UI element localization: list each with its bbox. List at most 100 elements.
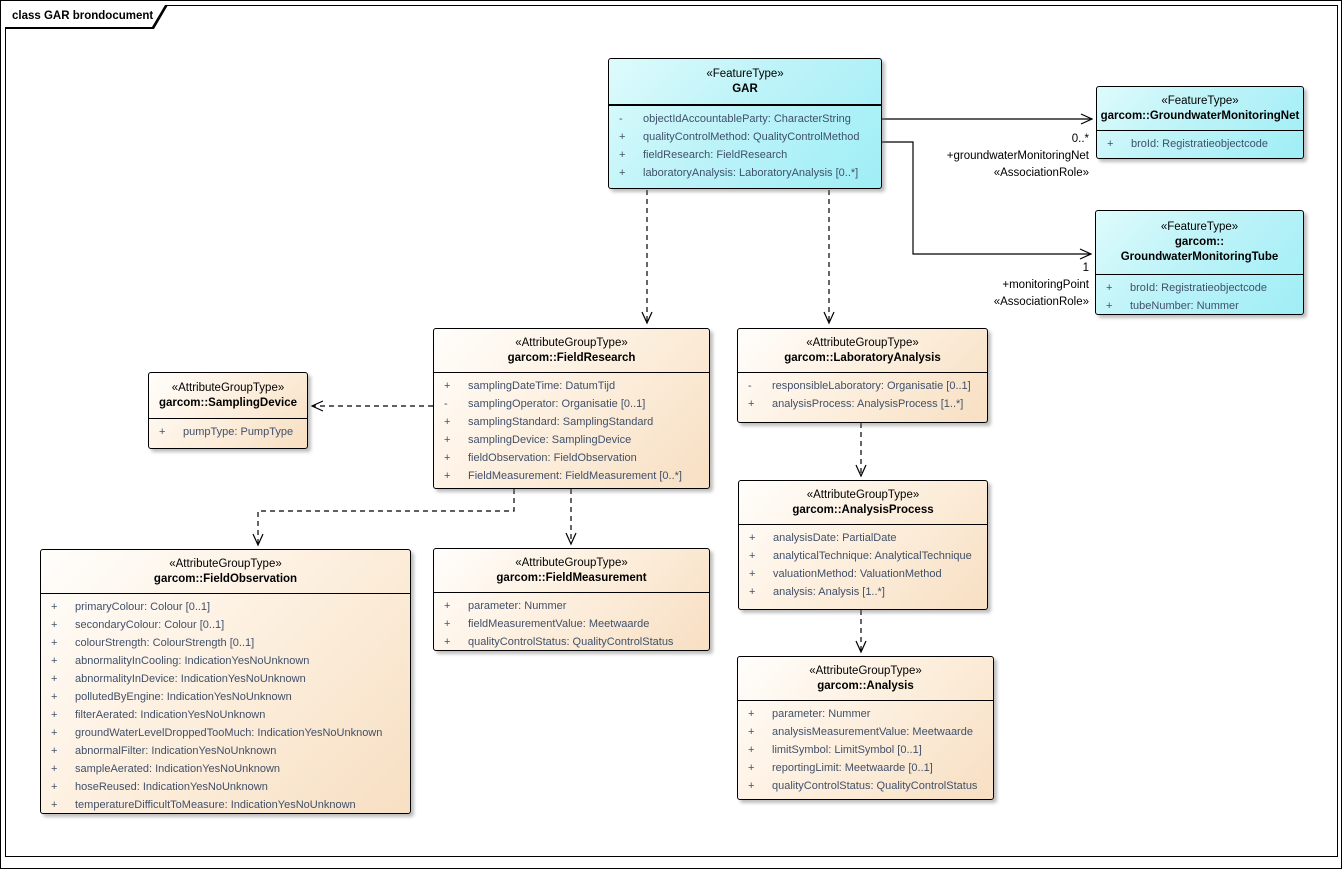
- attribute-row: - samplingOperator: Organisatie [0..1]: [440, 395, 707, 413]
- attribute-row: +groundWaterLevelDroppedTooMuch: Indicat…: [47, 724, 408, 742]
- attribute-row: +reportingLimit: Meetwaarde [0..1]: [744, 759, 991, 777]
- attribute-row: +primaryColour: Colour [0..1]: [47, 598, 408, 616]
- visibility-marker: +: [51, 619, 58, 631]
- attribute-text: samplingDevice: SamplingDevice: [468, 434, 632, 446]
- attribute-text: laboratoryAnalysis: LaboratoryAnalysis […: [643, 167, 859, 179]
- attribute-text: qualityControlMethod: QualityControlMeth…: [643, 131, 860, 143]
- class-laboratory-analysis[interactable]: «AttributeGroupType» garcom::LaboratoryA…: [737, 328, 988, 423]
- visibility-marker: +: [444, 618, 451, 630]
- visibility-marker: +: [749, 550, 756, 562]
- association-gar-to-monitoring-tube[interactable]: [882, 141, 1093, 260]
- class-field-measurement[interactable]: «AttributeGroupType» garcom::FieldMeasur…: [433, 548, 710, 651]
- class-name: garcom::FieldResearch: [507, 351, 636, 364]
- attribute-row: +pollutedByEngine: IndicationYesNoUnknow…: [47, 688, 408, 706]
- visibility-marker: +: [444, 380, 451, 392]
- visibility-marker: +: [444, 470, 451, 482]
- class-sampling-device[interactable]: «AttributeGroupType» garcom::SamplingDev…: [148, 372, 308, 449]
- diagram-frame-tab: class GAR brondocument: [5, 5, 168, 29]
- visibility-marker: +: [51, 637, 58, 649]
- class-field-observation[interactable]: «AttributeGroupType» garcom::FieldObserv…: [40, 549, 411, 814]
- visibility-marker: -: [444, 398, 448, 410]
- attribute-text: fieldResearch: FieldResearch: [643, 149, 788, 161]
- attribute-text: samplingDateTime: DatumTijd: [468, 380, 616, 392]
- visibility-marker: +: [444, 434, 451, 446]
- attribute-row: +fieldMeasurementValue: Meetwaarde: [440, 615, 707, 633]
- attribute-row: + qualityControlStatus: QualityControlSta…: [744, 777, 991, 795]
- attribute-text: colourStrength: ColourStrength [0..1]: [75, 637, 255, 649]
- class-analysis[interactable]: «AttributeGroupType» garcom::Analysis +p…: [737, 656, 994, 800]
- multiplicity-label: 0..*: [1071, 133, 1089, 145]
- visibility-marker: -: [619, 113, 623, 125]
- visibility-marker: +: [51, 709, 58, 721]
- class-groundwater-monitoring-tube[interactable]: «FeatureType» garcom:: GroundwaterMonito…: [1095, 210, 1304, 315]
- dependency-field-research-to-field-observation[interactable]: [252, 489, 515, 547]
- attribute-text: temperatureDifficultToMeasure: Indicatio…: [75, 799, 356, 811]
- attribute-text: analysis: Analysis [1..*]: [773, 586, 885, 598]
- diagram-title: class GAR brondocument: [12, 10, 154, 22]
- attribute-text: parameter: Nummer: [468, 600, 567, 612]
- association-label-net: 0..* +groundwaterMonitoringNet «Associat…: [881, 131, 1089, 182]
- class-name: garcom::AnalysisProcess: [792, 503, 934, 516]
- attribute-row: + colourStrength: ColourStrength [0..1]: [47, 634, 408, 652]
- attributes-compartment: +primaryColour: Colour [0..1]+secondaryC…: [41, 594, 410, 813]
- visibility-marker: +: [748, 744, 755, 756]
- attribute-row: + fieldResearch: FieldResearch: [615, 146, 879, 164]
- class-analysis-process[interactable]: «AttributeGroupType» garcom::AnalysisPro…: [738, 480, 988, 610]
- visibility-marker: +: [749, 568, 756, 580]
- class-name-line2: GroundwaterMonitoringTube: [1120, 251, 1279, 263]
- class-header: «FeatureType» garcom:: GroundwaterMonito…: [1096, 211, 1303, 275]
- attribute-row: +analysisDate: PartialDate: [745, 529, 985, 547]
- attribute-row: +limitSymbol: LimitSymbol [0..1]: [744, 741, 991, 759]
- attribute-text: abnormalFilter: IndicationYesNoUnknown: [75, 745, 277, 757]
- visibility-marker: +: [619, 167, 626, 179]
- attribute-row: +valuationMethod: ValuationMethod: [745, 565, 985, 583]
- visibility-marker: +: [51, 655, 58, 667]
- attributes-compartment: + parameter: Nummer +analysisMeasurementVa…: [738, 701, 993, 799]
- attribute-text: broId: Registratieobjectcode: [1131, 138, 1268, 150]
- attribute-text: samplingOperator: Organisatie [0..1]: [468, 398, 646, 410]
- visibility-marker: +: [619, 131, 626, 143]
- attribute-text: broId: Registratieobjectcode: [1130, 282, 1267, 294]
- class-gar[interactable]: «FeatureType» GAR -objectIdAccountablePa…: [608, 58, 882, 189]
- attribute-row: + samplingDateTime: DatumTijd: [440, 377, 707, 395]
- attribute-text: analysisProcess: AnalysisProcess [1..*]: [772, 398, 964, 410]
- attribute-row: -responsibleLaboratory: Organisatie [0..…: [744, 377, 985, 395]
- attribute-row: + abnormalityInDevice: IndicationYesNoUnk…: [47, 670, 408, 688]
- attribute-row: +analysisMeasurementValue: Meetwaarde: [744, 723, 991, 741]
- class-groundwater-monitoring-net[interactable]: «FeatureType» garcom::GroundwaterMonitor…: [1096, 86, 1304, 159]
- attribute-text: abnormalityInDevice: IndicationYesNoUnkn…: [75, 673, 306, 685]
- attributes-compartment: - objectIdAccountableParty: CharacterStri…: [609, 106, 881, 188]
- visibility-marker: +: [444, 636, 451, 648]
- attribute-row: +abnormalFilter: IndicationYesNoUnknown: [47, 742, 408, 760]
- stereotype-label: «AttributeGroupType»: [806, 488, 920, 501]
- attribute-text: fieldObservation: FieldObservation: [468, 452, 637, 464]
- attributes-compartment: +broId: Registratieobjectcode: [1097, 131, 1303, 158]
- class-header: «AttributeGroupType» garcom::FieldObserv…: [41, 550, 410, 594]
- stereotype-label: «AttributeGroupType»: [171, 381, 285, 394]
- attributes-compartment: +analysisDate: PartialDate+analyticalTec…: [739, 525, 987, 609]
- attributes-compartment: +parameter: Nummer+fieldMeasurementValue…: [434, 593, 709, 650]
- attribute-text: filterAerated: IndicationYesNoUnknown: [75, 709, 266, 721]
- attribute-row: +tubeNumber: Nummer: [1102, 297, 1301, 314]
- class-field-research[interactable]: «AttributeGroupType» garcom::FieldResear…: [433, 328, 710, 489]
- attributes-compartment: + samplingDateTime: DatumTijd - samplingOpe…: [434, 373, 709, 488]
- attribute-text: hoseReused: IndicationYesNoUnknown: [75, 781, 268, 793]
- visibility-marker: +: [748, 780, 755, 792]
- attribute-row: +qualityControlStatus: QualityControlSta…: [440, 633, 707, 650]
- association-stereotype-label: «AssociationRole»: [993, 296, 1089, 308]
- attribute-text: reportingLimit: Meetwaarde [0..1]: [772, 762, 933, 774]
- visibility-marker: +: [749, 532, 756, 544]
- attribute-text: parameter: Nummer: [772, 708, 871, 720]
- visibility-marker: +: [51, 673, 58, 685]
- class-header: «AttributeGroupType» garcom::AnalysisPro…: [739, 481, 987, 525]
- attribute-row: +parameter: Nummer: [440, 597, 707, 615]
- stereotype-label: «FeatureType»: [1160, 221, 1239, 233]
- attribute-text: objectIdAccountableParty: CharacterStrin…: [643, 113, 851, 125]
- attribute-row: +pumpType: PumpType: [155, 423, 305, 441]
- visibility-marker: +: [619, 149, 626, 161]
- attribute-row: - objectIdAccountableParty: CharacterStri…: [615, 110, 879, 128]
- attribute-text: groundWaterLevelDroppedTooMuch: Indicati…: [75, 727, 383, 739]
- attribute-text: analyticalTechnique: AnalyticalTechnique: [773, 550, 972, 562]
- attribute-text: qualityControlStatus: QualityControlStat…: [772, 780, 978, 792]
